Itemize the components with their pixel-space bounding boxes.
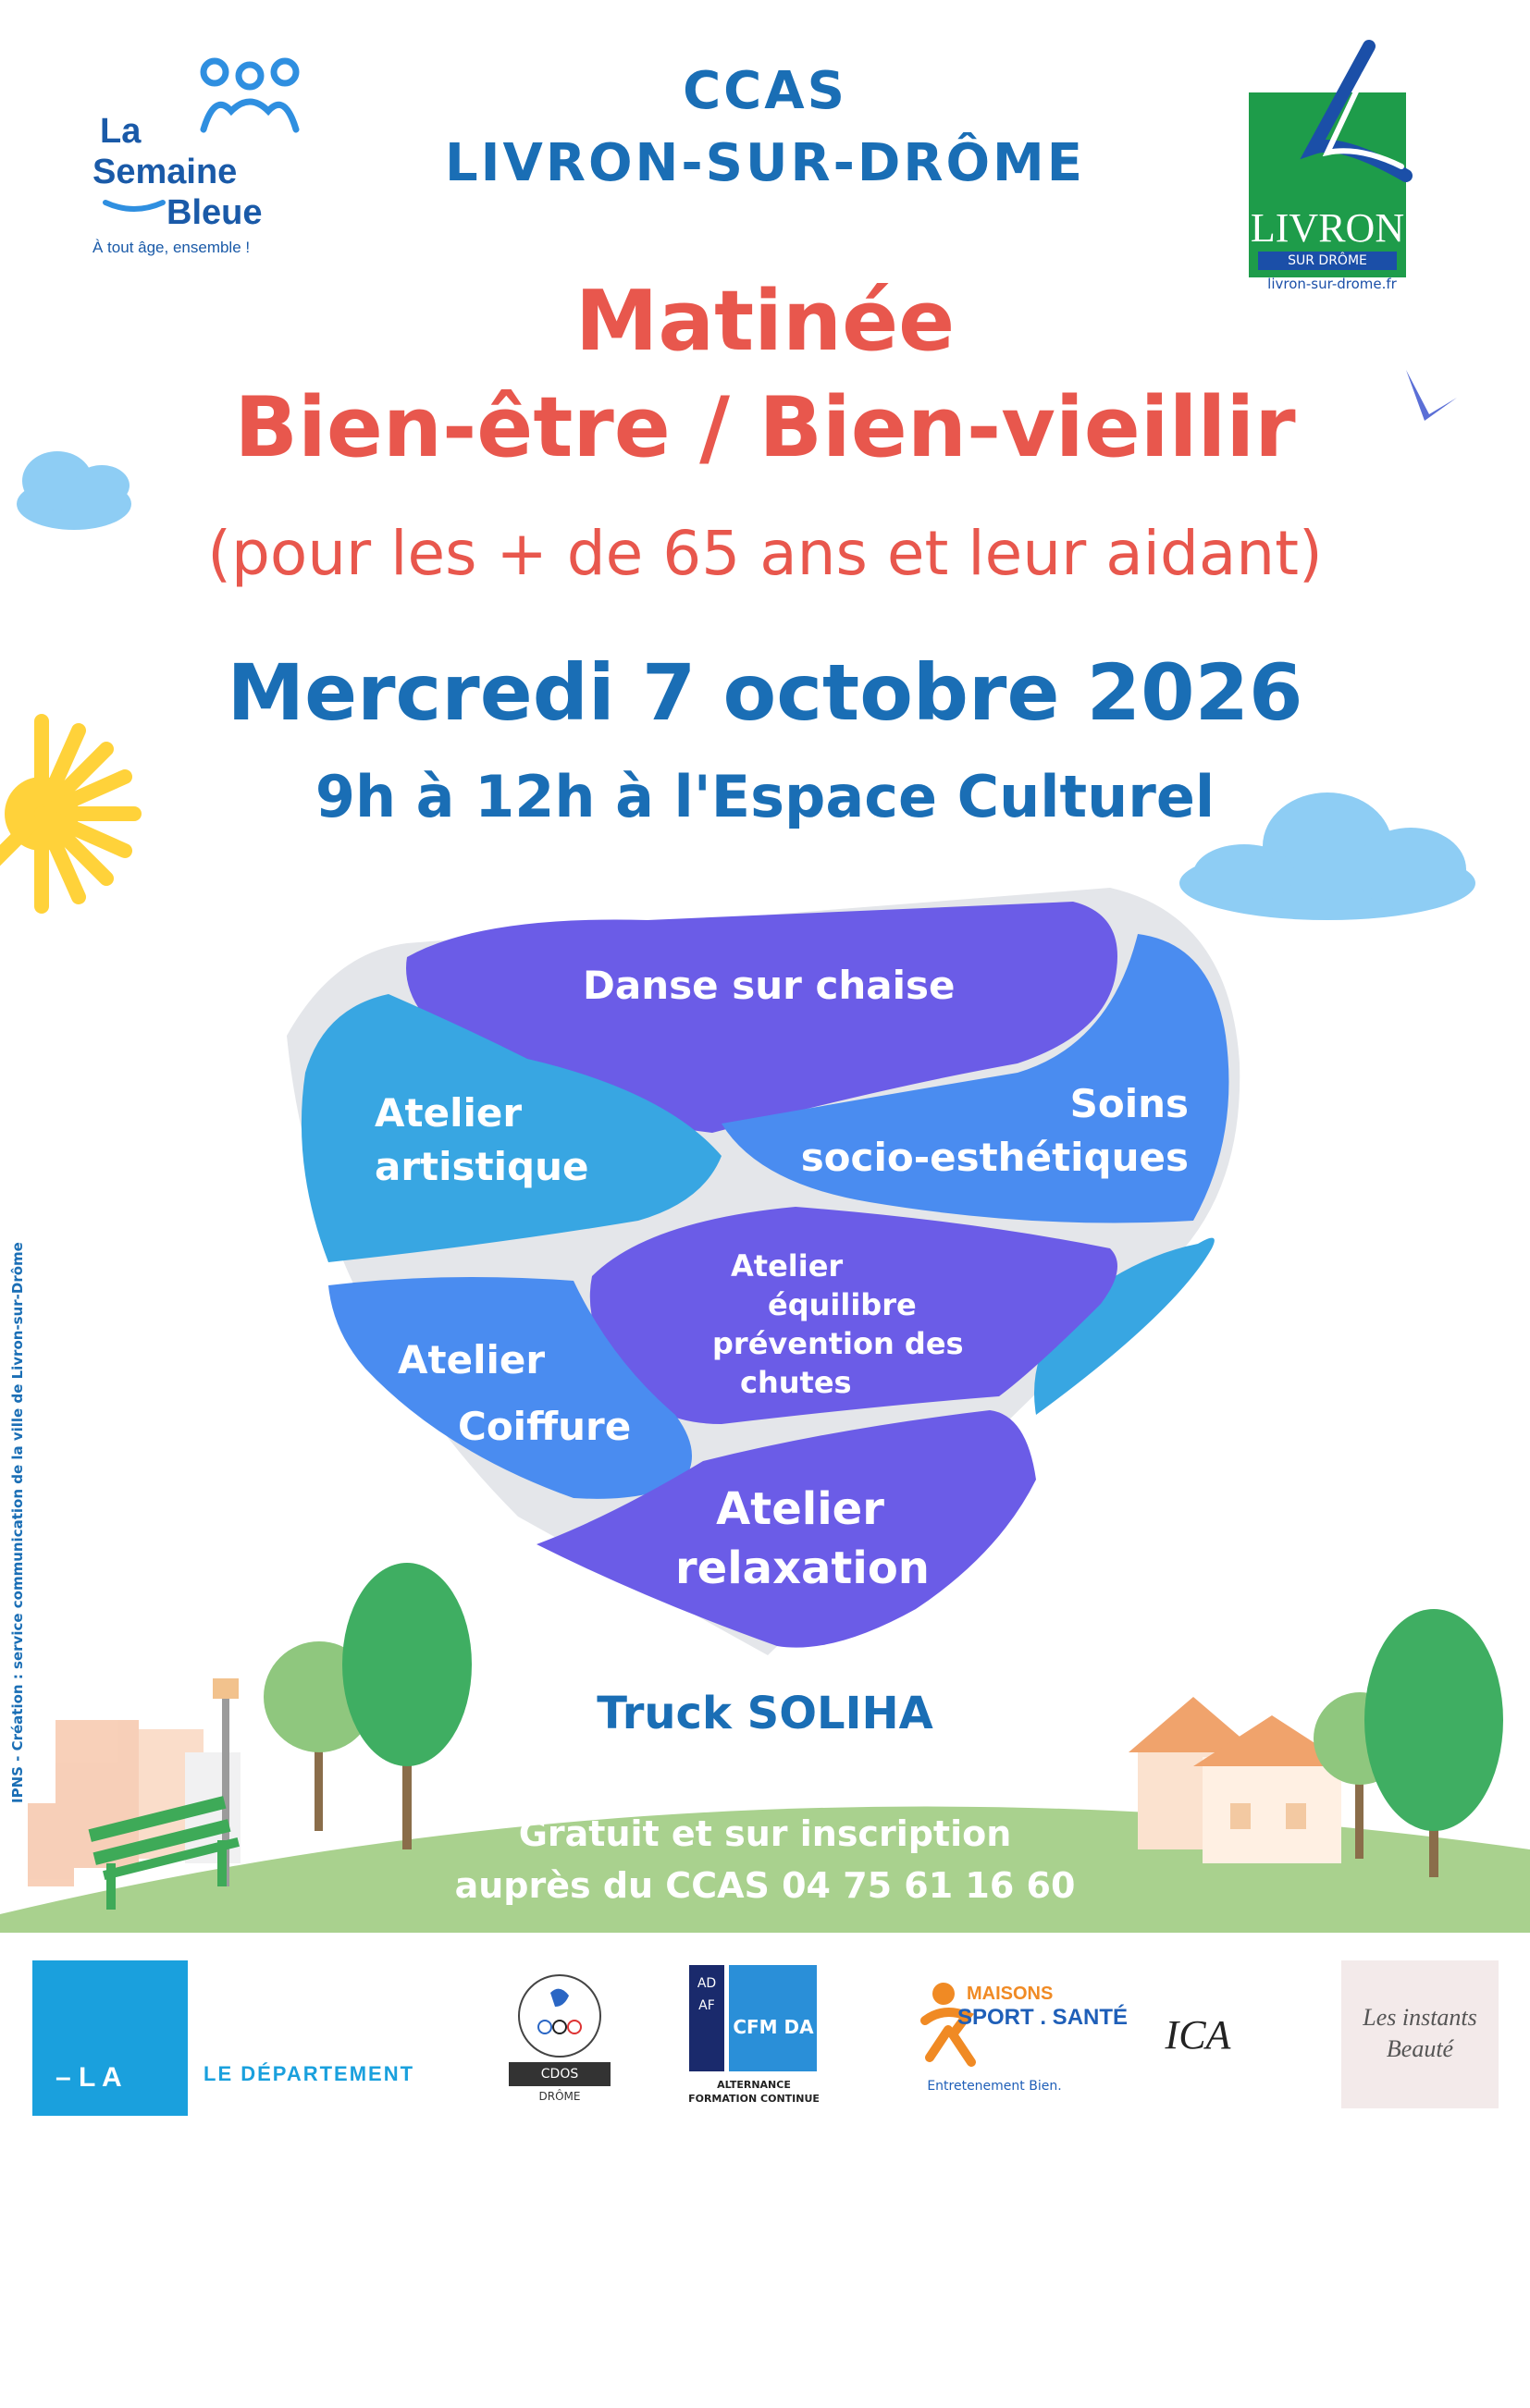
activity-artistique: Atelier artistique xyxy=(375,1087,588,1194)
event-title-line1: Matinée xyxy=(574,273,956,370)
semaine-bleue-logo: La Semaine Bleue À tout âge, ensemble ! xyxy=(93,55,324,268)
cfmda-label: CFM DA xyxy=(733,2016,814,2038)
piece-relaxation xyxy=(537,1410,1036,1648)
sun-icon xyxy=(0,714,142,914)
tree-right-tall-icon xyxy=(1364,1609,1503,1877)
activity-equilibre: Atelier équilibre prévention des chutes xyxy=(712,1247,964,1402)
cloud-left-icon xyxy=(17,451,131,530)
drome-l2: D R O xyxy=(56,2179,133,2209)
drome-logo-text: – L A D R O M E – xyxy=(56,1981,132,2408)
event-date: Mercredi 7 octobre 2026 xyxy=(227,647,1303,738)
activity-soins-line1: Soins xyxy=(1069,1081,1189,1126)
cdos-label: CDOS xyxy=(509,2062,611,2086)
event-title: Matinée Bien-être / Bien-vieillir xyxy=(0,268,1530,481)
adaf-side: ADAF xyxy=(697,1976,717,2013)
livron-swoosh-icon xyxy=(1300,40,1413,182)
drome-l1: – L A xyxy=(56,2062,122,2093)
houses-icon xyxy=(1129,1697,1351,1863)
cdos-sub: DRÔME xyxy=(538,2090,581,2103)
bird-icon xyxy=(1406,370,1457,421)
livron-sub: SUR DRÔME xyxy=(1258,252,1397,270)
activity-relaxation-line2: relaxation xyxy=(675,1542,930,1594)
adaf-sub2: FORMATION CONTINUE xyxy=(688,2093,820,2105)
piece-coiffure xyxy=(328,1277,692,1499)
piece-cyan-right xyxy=(1034,1237,1215,1415)
livron-logo: LIVRON SUR DRÔME livron-sur-drome.fr xyxy=(1249,37,1415,292)
activity-artistique-line2: artistique xyxy=(375,1144,589,1189)
instants-line1: Les instants xyxy=(1363,2004,1477,2031)
activity-relaxation: Atelier relaxation xyxy=(675,1480,930,1598)
ccas-line1: CCAS xyxy=(683,61,847,121)
activity-equilibre-line2: équilibre xyxy=(768,1287,917,1322)
activity-equilibre-line3: prévention des xyxy=(712,1326,964,1361)
sport-line2: SPORT . SANTÉ xyxy=(957,2005,1129,2030)
cdos-logo: CDOS DRÔME xyxy=(509,1970,611,2108)
footer-registration: Gratuit et sur inscription auprès du CCA… xyxy=(0,1808,1530,1911)
ccas-line2: LIVRON-SUR-DRÔME xyxy=(444,133,1086,193)
activity-danse: Danse sur chaise xyxy=(583,963,956,1008)
truck-soliha: Truck SOLIHA xyxy=(597,1688,933,1739)
sport-sub: Entretenement Bien. xyxy=(927,2079,1062,2094)
livron-name: LIVRON xyxy=(1250,205,1405,251)
event-title-line2: Bien-être / Bien-vieillir xyxy=(234,379,1296,476)
activity-coiffure-line1: Atelier xyxy=(398,1337,546,1382)
activity-artistique-line1: Atelier xyxy=(375,1090,523,1136)
piece-soins xyxy=(722,934,1229,1223)
maisons-sport-sante-logo: MAISONS SPORT . SANTÉ Entretenement Bien… xyxy=(916,1979,1128,2099)
tree-left-tall-icon xyxy=(342,1563,472,1849)
bench-icon xyxy=(88,1796,240,1910)
activity-coiffure: Atelier Coiffure xyxy=(398,1327,631,1460)
semaine-bleue-semaine: Semaine xyxy=(93,153,238,191)
adaf-logo: ADAF CFM DA ALTERNANCE FORMATION CONTINU… xyxy=(685,1965,823,2113)
instants-line2: Beauté xyxy=(1386,2035,1454,2062)
adaf-sub1: ALTERNANCE xyxy=(717,2079,791,2091)
activity-soins-line2: socio-esthétiques xyxy=(800,1135,1189,1180)
background-illustration xyxy=(0,370,1530,1933)
activities-heart xyxy=(287,888,1240,1655)
footer-line1: Gratuit et sur inscription xyxy=(518,1813,1012,1854)
piece-equilibre xyxy=(589,1207,1117,1424)
footer-line2: auprès du CCAS 04 75 61 16 60 xyxy=(454,1865,1076,1906)
piece-artistique xyxy=(301,994,722,1262)
ica-logo: ICA xyxy=(1156,1979,1240,2090)
cdos-emblem-icon xyxy=(518,1974,601,2058)
event-audience: (pour les + de 65 ans et leur aidant) xyxy=(207,518,1323,589)
instants-beaute-logo: Les instants Beauté xyxy=(1341,1960,1499,2108)
credit-text: IPNS - Création : service communication … xyxy=(9,1242,26,1803)
activity-coiffure-line2: Coiffure xyxy=(458,1404,632,1449)
drome-department-label: LE DÉPARTEMENT xyxy=(204,2062,415,2085)
cloud-right-icon xyxy=(1179,792,1475,920)
event-time-place: 9h à 12h à l'Espace Culturel xyxy=(315,763,1215,830)
activity-equilibre-line1: Atelier xyxy=(731,1248,844,1284)
instants-text: Les instants Beauté xyxy=(1341,2002,1499,2065)
semaine-bleue-bleue: Bleue xyxy=(167,193,263,232)
people-icon xyxy=(200,57,300,133)
ica-label: ICA xyxy=(1165,2012,1231,2058)
ccas-title: CCAS LIVRON-SUR-DRÔME xyxy=(0,55,1530,200)
activity-relaxation-line1: Atelier xyxy=(716,1483,884,1535)
runner-icon xyxy=(920,1983,976,2067)
activity-soins: Soins socio-esthétiques xyxy=(782,1077,1189,1185)
drome-logo: – L A D R O M E – xyxy=(32,1960,188,2326)
lamp-post-icon xyxy=(213,1678,239,1886)
semaine-bleue-tagline: À tout âge, ensemble ! xyxy=(93,239,251,256)
semaine-bleue-la: La xyxy=(100,112,142,151)
adaf-sub: ALTERNANCE FORMATION CONTINUE xyxy=(685,2078,823,2106)
livron-url: livron-sur-drome.fr xyxy=(1267,276,1397,292)
drome-l3: M E – xyxy=(56,2295,129,2326)
sport-line1: MAISONS xyxy=(967,1984,1054,2004)
activity-equilibre-line4: chutes xyxy=(740,1365,852,1400)
smile-icon xyxy=(103,200,166,212)
